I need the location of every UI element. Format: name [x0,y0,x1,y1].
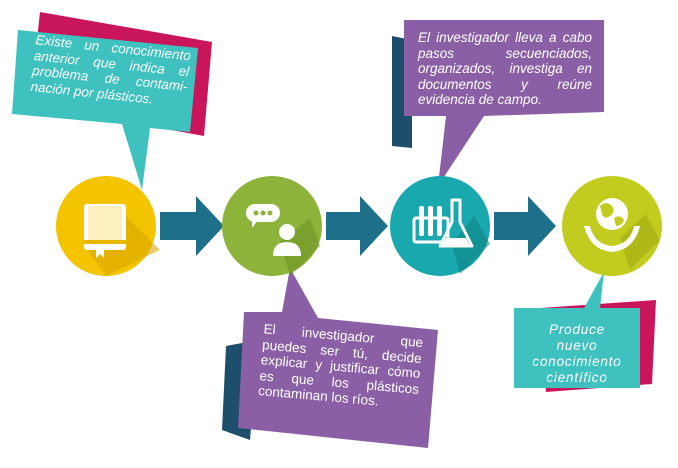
box-3-label: El investigador que puedes ser tú, decid… [257,321,424,409]
book-icon [84,204,126,258]
box-4-card [514,272,640,388]
arrow-1 [160,196,224,256]
node-4 [562,176,662,276]
box-2-card [404,20,604,186]
box-3-text: El investigador que puedes ser tú, decid… [244,314,434,433]
person-speech-icon [246,204,301,256]
box-1-label: Existe un conocimiento anterior que indi… [29,32,192,107]
lab-flask-icon [412,198,474,248]
box-4-text: Produce nuevo conocimiento científico [520,314,632,385]
arrow-2 [326,196,388,256]
globe-hands-icon [584,198,640,252]
node-3 [390,176,490,276]
box-2-label: El investigador lleva a cabo pasos secue… [418,30,592,107]
box-3-card [238,268,438,448]
box-2-text: El investigador lleva a cabo pasos secue… [410,26,600,108]
arrow-3 [494,196,556,256]
box-2-shape [392,20,604,186]
box-1-card [12,30,198,190]
box-3-shape [222,268,438,448]
node-1 [56,176,160,276]
box-4-label: Produce nuevo conocimiento científico [532,322,622,385]
box-1-shape [12,12,212,190]
box-1-text: Existe un conocimiento anterior que indi… [16,25,202,131]
box-4-shape [514,272,656,392]
node-2 [222,176,322,276]
